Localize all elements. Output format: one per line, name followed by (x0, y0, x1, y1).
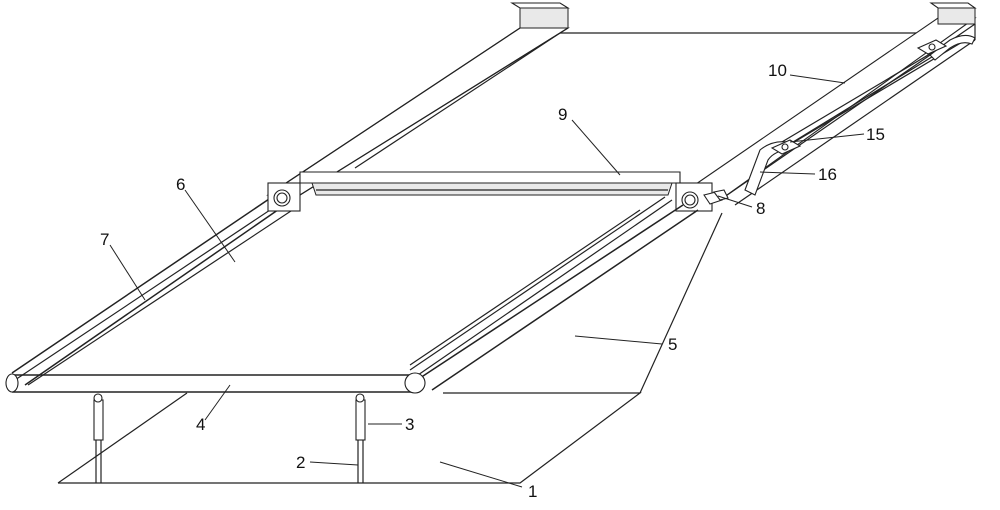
label-9: 9 (558, 105, 567, 124)
rear-plate (354, 32, 940, 169)
label-5: 5 (668, 335, 677, 354)
label-8: 8 (756, 199, 765, 218)
leader-lines (109, 74, 865, 488)
pipe-fitting (703, 189, 729, 205)
label-4: 4 (196, 415, 205, 434)
left-block (267, 182, 301, 212)
left-rail (14, 2, 570, 386)
left-tube (11, 196, 286, 386)
base-plate (57, 212, 723, 484)
bracket-arm (744, 34, 976, 196)
label-16: 16 (818, 165, 837, 184)
cross-beam (299, 171, 681, 196)
right-strut (355, 393, 366, 483)
rail-slot (759, 35, 965, 161)
right-tube (419, 204, 699, 391)
label-7: 7 (100, 230, 109, 249)
label-3: 3 (405, 415, 414, 434)
label-15: 15 (866, 125, 885, 144)
label-1: 1 (528, 482, 537, 501)
front-roller (5, 372, 426, 394)
clamp (770, 39, 948, 155)
label-2: 2 (296, 453, 305, 472)
label-10: 10 (768, 61, 787, 80)
left-strut (93, 393, 104, 483)
label-6: 6 (176, 175, 185, 194)
part-labels: 1 2 3 4 5 6 7 8 9 10 15 16 (100, 61, 885, 501)
panel-inner-edge (409, 196, 673, 376)
